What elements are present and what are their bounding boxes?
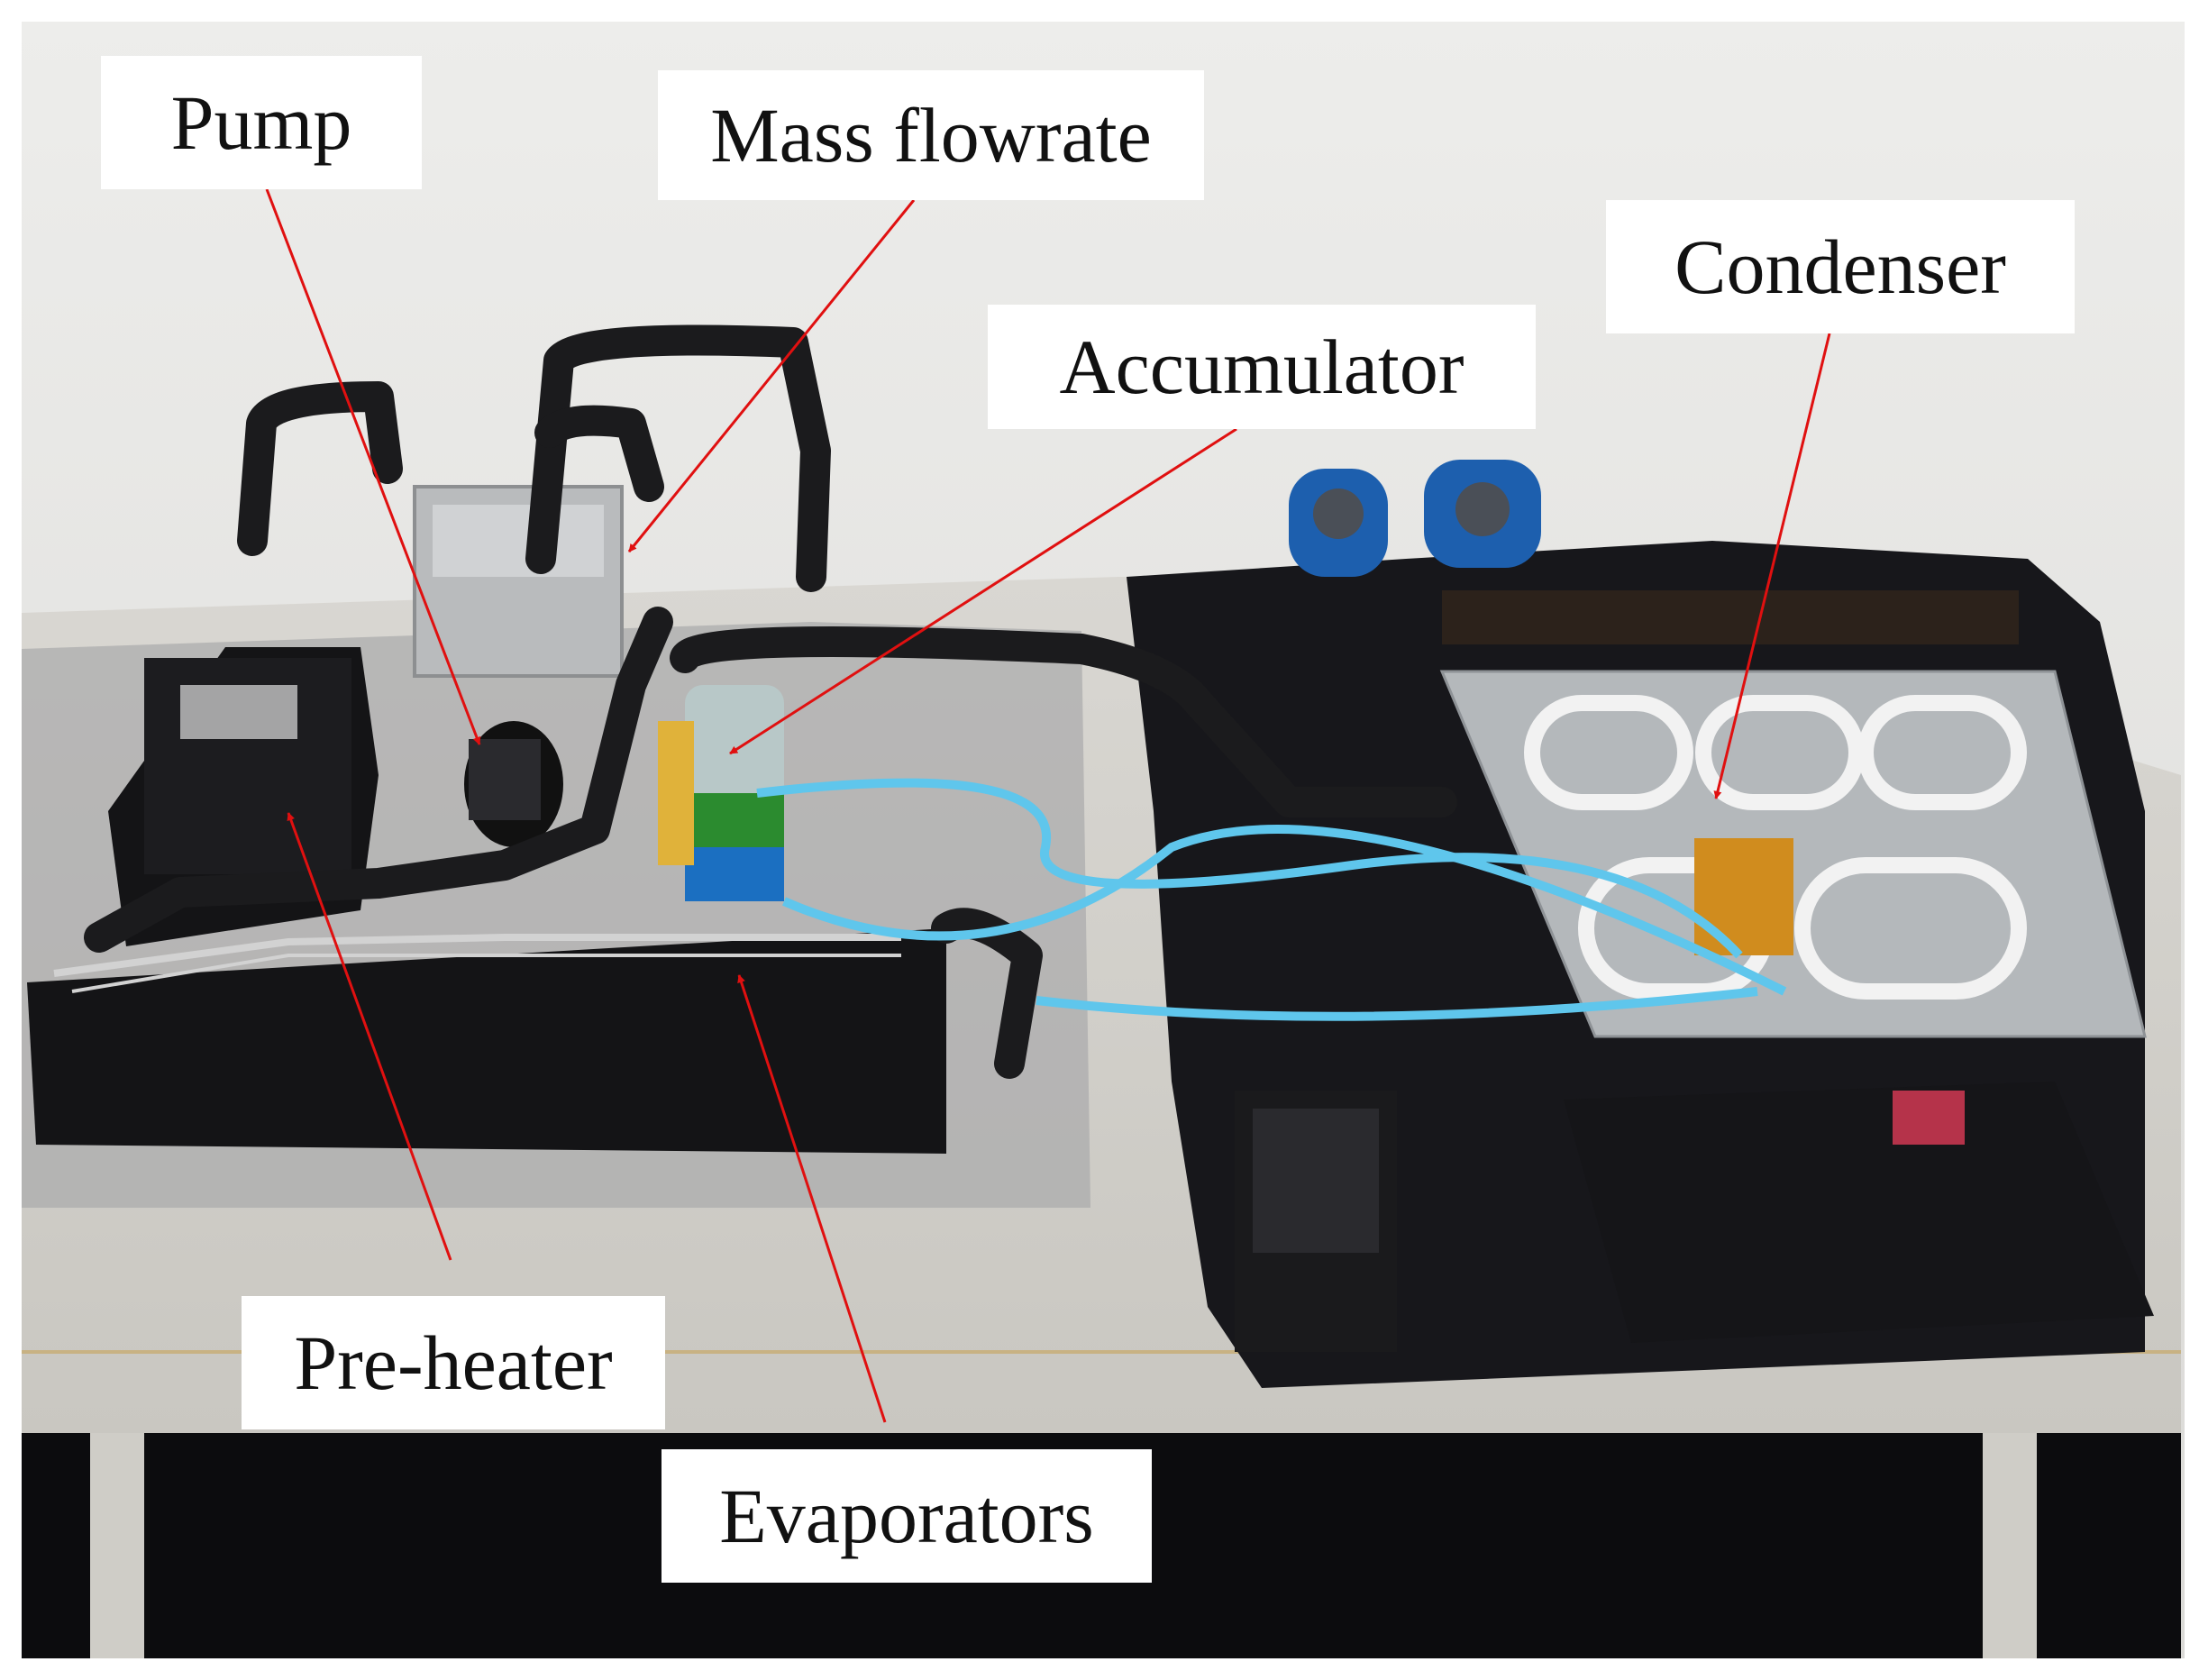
insulated-tubing (84, 324, 1457, 1079)
condenser-plate (1439, 670, 2147, 1038)
label-accumulator: Accumulator (988, 305, 1536, 429)
arrow-accumulator (729, 427, 1237, 755)
label-pump: Pump (101, 56, 422, 189)
label-evaporators: Evaporators (662, 1449, 1152, 1583)
label-condenser: Condenser (1606, 200, 2075, 333)
translation-stage (1235, 1091, 1397, 1352)
accumulator-vessel (658, 685, 784, 901)
arrow-pump (265, 188, 481, 745)
evaporators-box (27, 928, 946, 1154)
pump-frame (413, 485, 624, 847)
flowmeters (1289, 460, 1541, 577)
label-mass-flowrate: Mass flowrate (658, 70, 1204, 200)
coolant-tubing (756, 778, 1787, 1021)
arrow-condenser (1713, 333, 1831, 799)
arrow-evaporators (737, 974, 887, 1423)
arrow-mass-flowrate (627, 199, 916, 552)
arrow-pre-heater (287, 812, 452, 1261)
annotation-arrows (265, 188, 1831, 1423)
laptop (1564, 1082, 2154, 1343)
label-pre-heater: Pre-heater (242, 1296, 665, 1429)
